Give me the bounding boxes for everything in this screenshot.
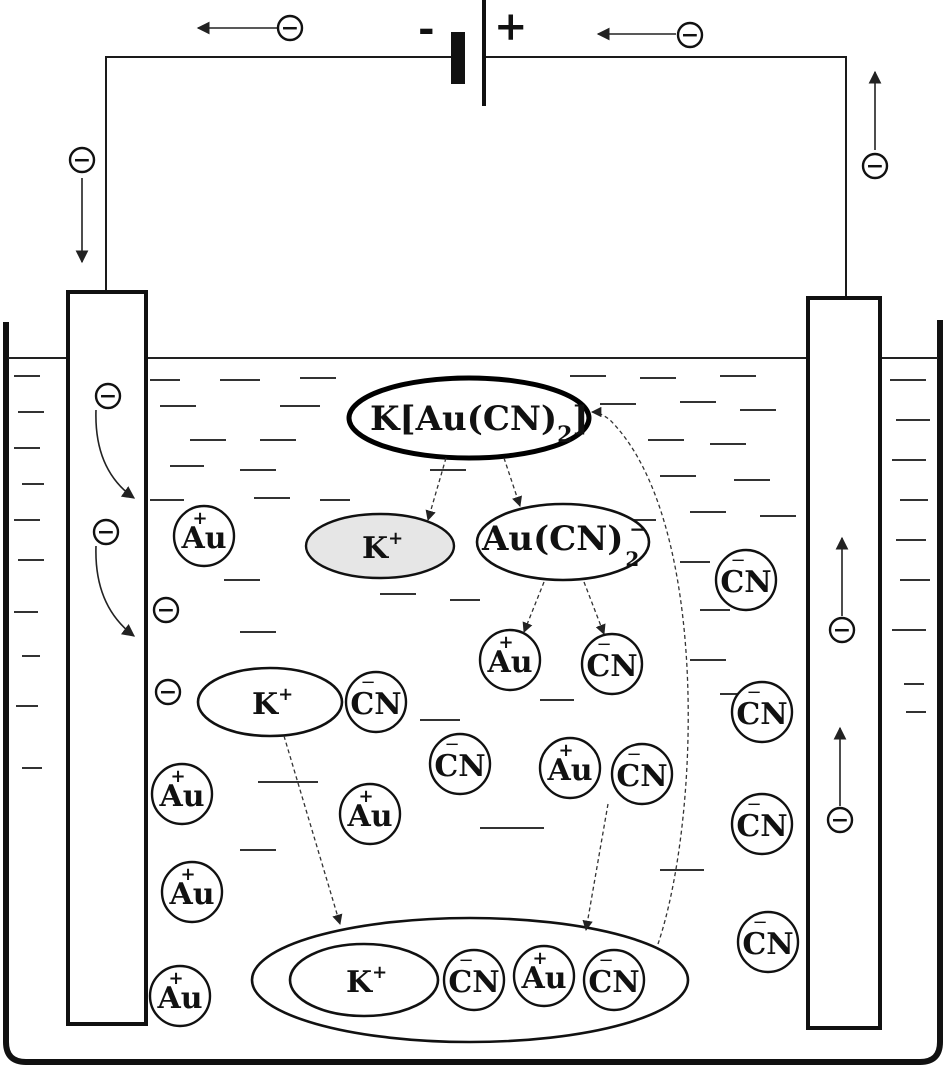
svg-text:CN: CN: [720, 565, 771, 600]
right-electrode-anode: [806, 296, 882, 1030]
cyanide-ion: CN−: [714, 548, 778, 612]
electron: −: [826, 806, 854, 834]
svg-text:Au: Au: [156, 981, 202, 1016]
electron: −: [828, 616, 856, 644]
svg-text:−: −: [833, 617, 851, 643]
reformed-complex: K+ CN − Au + CN −: [250, 916, 690, 1044]
electron: −: [154, 678, 182, 706]
gold-ion: Au+: [150, 762, 214, 826]
gold-ion: Au+: [538, 736, 602, 800]
electron: −: [94, 382, 122, 410]
electron: −: [861, 152, 889, 180]
svg-text:+: +: [498, 632, 513, 653]
cyanide-ion: CN−: [730, 792, 794, 856]
dissociation-arrow: [522, 581, 545, 633]
svg-text:−: −: [157, 597, 175, 623]
cyanide-ion: CN−: [428, 732, 492, 796]
svg-text:+: +: [532, 948, 547, 969]
electron: −: [68, 146, 96, 174]
dissociation-arrow: [503, 457, 522, 507]
battery-minus-label: -: [418, 5, 435, 52]
cyanide-ion: CN−: [344, 670, 408, 734]
svg-text:−: −: [596, 634, 611, 655]
electron-flow-arrow: [95, 545, 136, 637]
svg-text:Au: Au: [158, 779, 204, 814]
svg-text:+: +: [558, 740, 573, 761]
electron: −: [676, 21, 704, 49]
svg-text:Au: Au: [520, 961, 566, 996]
svg-text:−: −: [681, 22, 699, 48]
svg-text:Au: Au: [546, 753, 592, 788]
cyanide-ion: CN−: [580, 632, 644, 696]
svg-text:−: −: [746, 682, 761, 703]
svg-text:CN: CN: [350, 687, 401, 722]
svg-text:−: −: [97, 519, 115, 545]
svg-text:+: +: [170, 766, 185, 787]
gold-ion: Au+: [478, 628, 542, 692]
svg-text:−: −: [444, 734, 459, 755]
cyanide-ion: CN−: [610, 742, 674, 806]
svg-text:CN: CN: [736, 809, 787, 844]
gold-ion: Au+: [338, 782, 402, 846]
left-electrode-cathode: [66, 290, 148, 1026]
recombination-arrow: [582, 803, 609, 932]
gold-ion: Au+: [172, 504, 236, 568]
dicyanoaurate-anion: Au(CN)2−: [475, 502, 651, 582]
svg-text:CN: CN: [586, 649, 637, 684]
svg-text:−: −: [598, 950, 613, 971]
svg-text:+: +: [180, 864, 195, 885]
svg-text:−: −: [831, 807, 849, 833]
svg-text:K+: K+: [362, 528, 403, 566]
cyanide-ion: CN−: [736, 910, 800, 974]
circuit-wire: [105, 56, 847, 296]
svg-text:−: −: [73, 147, 91, 173]
svg-text:+: +: [358, 786, 373, 807]
container: [3, 320, 943, 1065]
svg-text:CN: CN: [448, 965, 499, 1000]
potassium-dicyanoaurate-salt: K[Au(CN)2]: [346, 375, 592, 461]
svg-text:CN: CN: [434, 749, 485, 784]
electron: −: [276, 14, 304, 42]
battery: - +: [418, 0, 528, 106]
svg-text:Au: Au: [486, 645, 532, 680]
potassium-ion: K+: [304, 512, 456, 580]
svg-text:+: +: [192, 508, 207, 529]
svg-text:−: −: [752, 912, 767, 933]
svg-text:−: −: [99, 383, 117, 409]
svg-text:Au: Au: [168, 877, 214, 912]
svg-text:Au: Au: [346, 799, 392, 834]
svg-text:CN: CN: [616, 759, 667, 794]
cyanide-ion: CN−: [730, 680, 794, 744]
battery-plus-label: +: [494, 3, 528, 50]
electron: −: [92, 518, 120, 546]
electron: −: [152, 596, 180, 624]
svg-text:K[Au(CN)2]: K[Au(CN)2]: [370, 399, 588, 448]
electron-flow-arrow: [95, 409, 136, 499]
recycle-arrow: [590, 406, 689, 945]
gold-ion: Au+: [160, 860, 224, 924]
svg-text:K+: K+: [346, 962, 387, 1000]
svg-text:+: +: [168, 968, 183, 989]
svg-text:−: −: [360, 672, 375, 693]
gold-ion: Au+: [148, 964, 212, 1028]
svg-text:CN: CN: [588, 965, 639, 1000]
dissociation-arrow: [583, 581, 606, 635]
recombination-arrow: [283, 735, 343, 925]
svg-text:−: −: [730, 550, 745, 571]
svg-text:−: −: [746, 794, 761, 815]
svg-text:−: −: [626, 744, 641, 765]
svg-text:K+: K+: [252, 684, 293, 722]
svg-text:Au: Au: [180, 521, 226, 556]
svg-text:−: −: [866, 153, 884, 179]
svg-text:CN: CN: [736, 697, 787, 732]
potassium-ion: K+: [196, 666, 344, 738]
svg-text:−: −: [159, 679, 177, 705]
svg-text:−: −: [458, 950, 473, 971]
svg-text:−: −: [281, 15, 299, 41]
svg-text:CN: CN: [742, 927, 793, 962]
dissociation-arrow: [425, 457, 447, 521]
svg-text:Au(CN)2−: Au(CN)2−: [481, 517, 646, 571]
